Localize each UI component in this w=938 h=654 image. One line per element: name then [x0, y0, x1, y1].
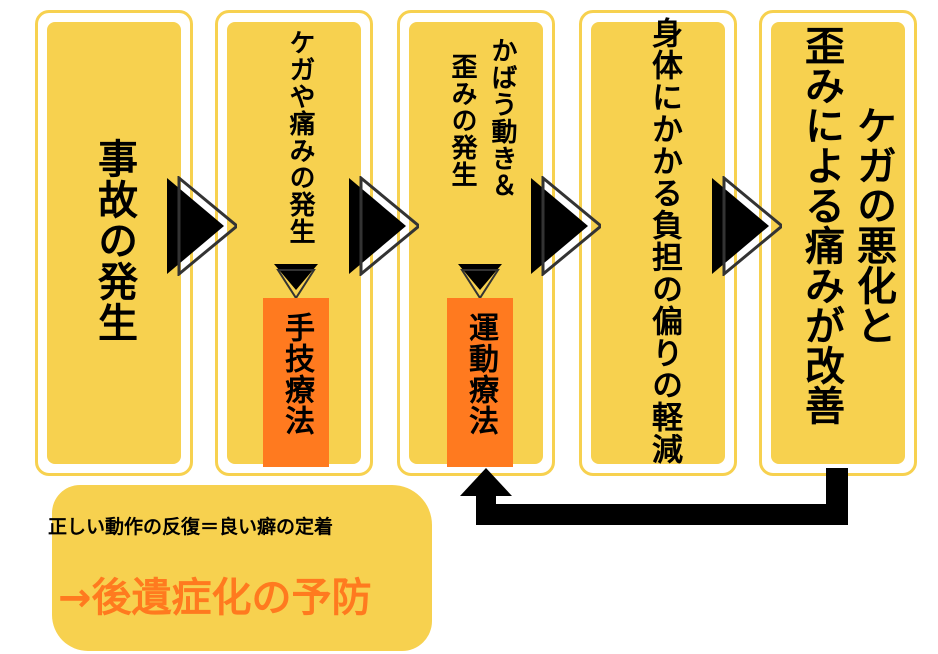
summary-panel — [52, 485, 432, 651]
step-text: 歪みの発生 — [447, 53, 477, 188]
step-box-load-reduction: 身体にかかる負担の偏りの軽減 — [579, 10, 737, 476]
down-arrow-icon — [274, 264, 318, 300]
step-box-improvement: ケガの悪化と 歪みによる痛みが改善 — [759, 10, 917, 476]
treatment-label: 運動療法 — [463, 312, 498, 436]
step-text: 事故の発生 — [91, 138, 137, 343]
step-box-accident: 事故の発生 — [35, 10, 193, 476]
down-arrow-icon — [458, 264, 502, 300]
treatment-exercise-therapy: 運動療法 — [447, 298, 513, 467]
right-arrow-icon — [531, 176, 601, 276]
summary-line-prevention: →後遺症化の予防 — [58, 575, 372, 621]
step-text: ケガの悪化と — [850, 105, 896, 345]
summary-line-habit: 正しい動作の反復＝良い癖の定着 — [48, 516, 334, 538]
right-arrow-icon — [712, 176, 782, 276]
treatment-manual-therapy: 手技療法 — [263, 298, 329, 467]
step-text: 身体にかかる負担の偏りの軽減 — [646, 17, 682, 465]
step-text: 歪みによる痛みが改善 — [798, 25, 844, 425]
step-text: かばう動き＆ — [487, 37, 517, 199]
step-text: ケガや痛みの発生 — [285, 29, 315, 245]
treatment-label: 手技療法 — [279, 312, 314, 436]
right-arrow-icon — [349, 176, 419, 276]
feedback-arrow-icon — [460, 468, 848, 525]
right-arrow-icon — [167, 176, 237, 276]
